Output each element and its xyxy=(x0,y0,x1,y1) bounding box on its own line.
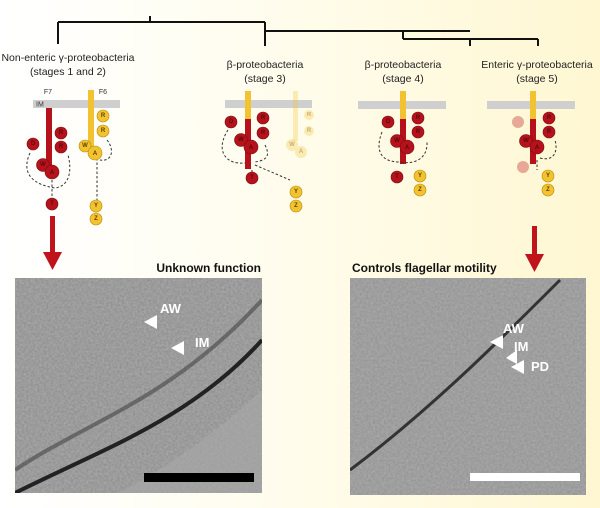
protein-label: W xyxy=(238,137,244,143)
arrow-down-icon xyxy=(43,252,62,270)
protein-label: D xyxy=(229,119,234,125)
protein-label: R xyxy=(101,128,106,134)
annotation-label: IM xyxy=(195,335,209,350)
protein-label: A xyxy=(50,170,55,176)
im-label: IM xyxy=(36,102,44,109)
inner-membrane xyxy=(33,100,120,108)
protein-label: R xyxy=(416,129,421,135)
group-name: Non-enteric γ-proteobacteria xyxy=(1,52,134,64)
protein-label: Z xyxy=(546,187,550,193)
protein-label: W xyxy=(523,138,529,144)
protein-label: D xyxy=(386,119,391,125)
annotation-label: AW xyxy=(160,301,182,316)
protein-label: T xyxy=(250,175,254,181)
group-name: β-proteobacteria xyxy=(227,59,304,71)
operon-panel-stage-5: R R W A Y Z xyxy=(487,91,575,197)
protein-label: A xyxy=(299,149,304,155)
protein-label: R xyxy=(101,113,106,119)
protein-label: Y xyxy=(418,173,422,179)
protein-label: R xyxy=(261,115,266,121)
protein-label: W xyxy=(82,143,88,149)
group-stage: (stage 5) xyxy=(516,73,557,85)
protein-label: R xyxy=(307,112,312,118)
arrowhead-icon xyxy=(490,335,503,349)
protein-label: R xyxy=(416,115,421,121)
phylogenetic-tree xyxy=(57,16,539,46)
scale-bar xyxy=(144,473,254,482)
micrograph-left-labels: AW IM xyxy=(144,301,209,355)
arrowhead-icon xyxy=(506,350,517,364)
protein-label: Z xyxy=(94,216,98,222)
operon-panel-stage-1-2: F7 F6 IM R R D W A T R R W A Y Z xyxy=(26,89,120,226)
protein-label: W xyxy=(289,142,295,148)
operon-panel-stage-4: D R R W A T Y Z xyxy=(358,91,446,197)
group-stage: (stage 4) xyxy=(382,73,423,85)
arrowhead-icon xyxy=(171,341,184,355)
f6-label: F6 xyxy=(99,89,107,96)
protein-label: W xyxy=(394,138,400,144)
protein-label: R xyxy=(59,144,64,150)
protein-label: A xyxy=(535,145,540,151)
protein-label: Y xyxy=(546,173,550,179)
group-name: Enteric γ-proteobacteria xyxy=(481,59,593,71)
protein-label: Z xyxy=(294,203,298,209)
protein-label: T xyxy=(395,174,399,180)
protein-label: Y xyxy=(294,189,298,195)
protein-label: Z xyxy=(418,187,422,193)
arrow-down-icon xyxy=(525,254,544,272)
protein-label: A xyxy=(249,145,254,151)
operon-panel-stage-3: D R R W A T Y Z R R W A xyxy=(221,91,314,213)
f7-label: F7 xyxy=(44,89,52,96)
micrograph-right-labels: AW IM PD xyxy=(490,321,549,374)
protein-label: A xyxy=(405,145,410,151)
protein-label: R xyxy=(547,115,552,121)
micrograph-title: Controls flagellar motility xyxy=(352,261,497,275)
group-name: β-proteobacteria xyxy=(365,59,442,71)
protein-label: Y xyxy=(94,203,98,209)
annotation-label: AW xyxy=(503,321,525,336)
group-stage: (stages 1 and 2) xyxy=(30,66,106,78)
protein-label: A xyxy=(93,151,98,157)
micrograph-left xyxy=(15,278,262,493)
annotation-label: IM xyxy=(514,339,528,354)
micrograph-right xyxy=(350,278,586,495)
red-arrows xyxy=(43,216,544,272)
scale-bar xyxy=(470,473,580,481)
protein-label: R xyxy=(547,129,552,135)
protein-label: R xyxy=(307,128,312,134)
protein-label: T xyxy=(50,201,54,207)
micrograph-title: Unknown function xyxy=(156,261,261,275)
protein-label: R xyxy=(261,130,266,136)
protein-label: R xyxy=(59,130,64,136)
arrowhead-icon xyxy=(511,360,524,374)
annotation-label: PD xyxy=(531,359,549,374)
protein-label: W xyxy=(40,162,46,168)
protein-label: D xyxy=(31,141,36,147)
group-labels: Non-enteric γ-proteobacteria (stages 1 a… xyxy=(1,52,592,85)
arrowhead-icon xyxy=(144,315,157,329)
group-stage: (stage 3) xyxy=(244,73,285,85)
